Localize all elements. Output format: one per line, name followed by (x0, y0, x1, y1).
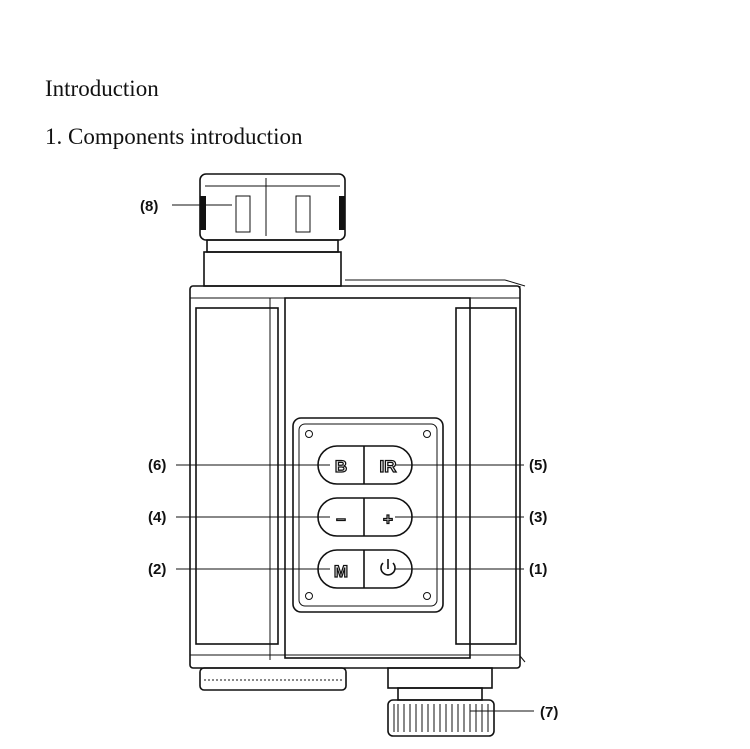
callout-8: (8) (140, 198, 158, 215)
device-body (189, 279, 526, 669)
focus-knob (199, 173, 346, 287)
callout-lines (172, 204, 534, 712)
callout-3: (3) (529, 509, 547, 526)
callout-5: (5) (529, 457, 547, 474)
subheading: 1. Components introduction (45, 124, 303, 149)
heading: Introduction (45, 76, 159, 101)
button-b-ir[interactable]: B IR (317, 445, 413, 485)
minus-button[interactable]: – (336, 508, 347, 528)
power-icon[interactable] (380, 559, 396, 576)
bottom-dial (199, 667, 347, 691)
callout-2: (2) (148, 561, 166, 578)
callout-4: (4) (148, 509, 166, 526)
callout-1: (1) (529, 561, 547, 578)
b-button[interactable]: B (334, 456, 348, 476)
callout-6: (6) (148, 457, 166, 474)
ir-button[interactable]: IR (379, 456, 397, 476)
bottom-knob (387, 667, 495, 737)
callout-7: (7) (540, 704, 558, 721)
m-button[interactable]: M (333, 561, 348, 581)
button-panel (292, 417, 444, 613)
plus-button[interactable]: + (382, 509, 393, 529)
